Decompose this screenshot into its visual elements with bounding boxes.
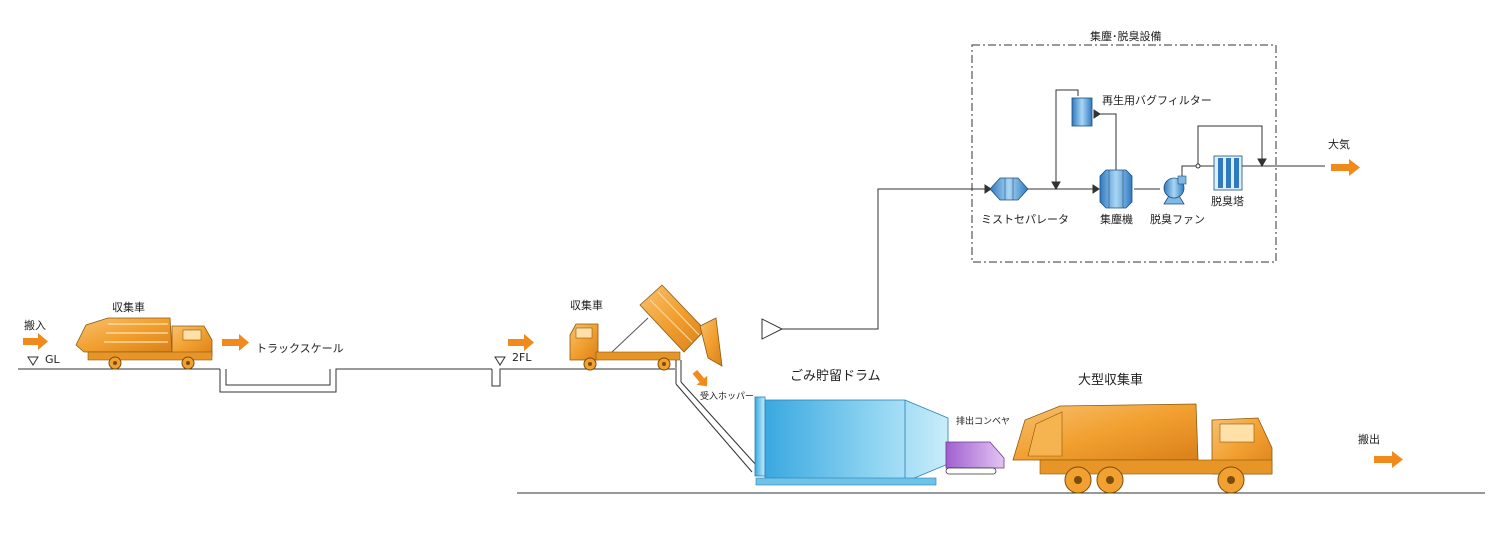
bag-filter-label: 再生用バグフィルター [1102,94,1212,107]
collection-truck-1 [75,317,213,370]
exhaust-duct [761,188,990,340]
receiving-hopper [675,360,758,473]
collection-truck-1-label: 収集車 [112,301,145,314]
collection-truck-2-label: 収集車 [570,299,603,312]
atmosphere-label: 大気 [1328,138,1350,151]
gl-level-marker [27,356,39,366]
inbound-label: 搬入 [24,319,46,332]
deodor-fan [1163,175,1187,205]
deodor-tower-label: 脱臭塔 [1211,195,1244,208]
outbound-arrow [1374,451,1403,468]
storage-drum [754,396,949,486]
deodor-tower [1213,155,1243,191]
deodor-fan-label: 脱臭ファン [1150,213,1205,226]
storage-drum-label: ごみ貯留ドラム [790,369,881,384]
equipment-boundary [971,44,1277,263]
gl-label: GL [45,353,60,366]
to-2fl-arrow [508,334,534,351]
mist-separator [989,177,1029,201]
dust-collector [1099,169,1133,209]
2fl-level-marker [494,356,506,366]
hopper-down-arrow [692,369,708,387]
regen-bag-filter [1071,97,1093,127]
dust-collector-label: 集塵機 [1100,213,1133,226]
2fl-label: 2FL [512,351,532,364]
outbound-label: 搬出 [1358,433,1380,446]
inbound-arrow [23,333,48,350]
large-truck-label: 大型収集車 [1078,373,1144,388]
receiving-hopper-label: 受入ホッパー [700,392,755,402]
collection-truck-2 [569,284,723,371]
ground-gl [18,368,675,393]
equipment-piping [984,89,1325,194]
atmosphere-arrow [1331,159,1360,176]
large-collection-truck [1012,403,1273,494]
mist-separator-label: ミストセパレータ [981,213,1069,226]
discharge-conveyor [945,441,1005,475]
to-scale-arrow [222,334,249,351]
equipment-title: 集塵･脱臭設備 [1090,30,1162,43]
discharge-conveyor-label: 排出コンベヤ [956,417,1011,427]
truck-scale-label: トラックスケール [256,342,344,355]
